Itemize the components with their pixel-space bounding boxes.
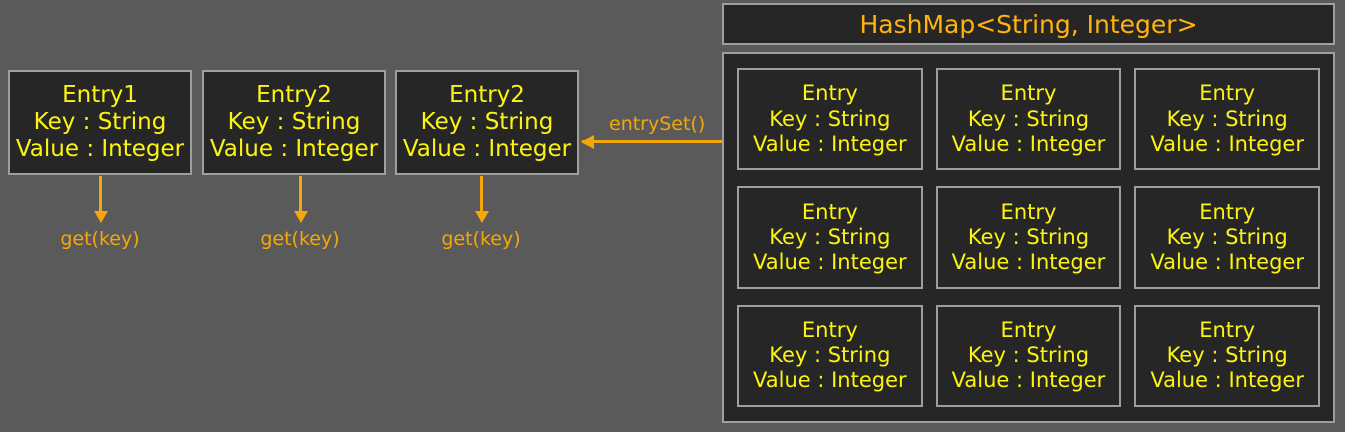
hashmap-entry-cell[interactable]: Entry Key : String Value : Integer <box>935 186 1122 289</box>
hashmap-title-bar: HashMap<String, Integer> <box>722 3 1335 45</box>
get-key-label-3: get(key) <box>441 228 521 250</box>
hashmap-entry-cell[interactable]: Entry Key : String Value : Integer <box>935 68 1122 171</box>
hashmap-entry-name: Entry <box>1000 81 1057 106</box>
entry-box-2-value: Value : Integer <box>209 135 379 162</box>
get-key-arrow-down-icon-1 <box>99 176 102 212</box>
entry-box-3-value: Value : Integer <box>402 135 572 162</box>
entry-box-1-name: Entry1 <box>62 82 138 109</box>
hashmap-entry-name: Entry <box>801 318 858 343</box>
hashmap-entry-value: Value : Integer <box>951 250 1106 275</box>
hashmap-entry-value: Value : Integer <box>753 368 907 393</box>
hashmap-entry-cell[interactable]: Entry Key : String Value : Integer <box>1134 304 1320 407</box>
entry-box-2[interactable]: Entry2 Key : String Value : Integer <box>202 70 386 175</box>
entryset-arrow-left-icon <box>582 140 723 143</box>
hashmap-entry-value: Value : Integer <box>753 131 907 156</box>
hashmap-entry-key: Key : String <box>1166 343 1288 368</box>
hashmap-entry-key: Key : String <box>769 106 891 131</box>
hashmap-entry-cell[interactable]: Entry Key : String Value : Integer <box>737 186 923 289</box>
hashmap-entry-name: Entry <box>801 199 858 224</box>
hashmap-entry-key: Key : String <box>967 106 1090 131</box>
hashmap-entry-key: Key : String <box>967 224 1090 249</box>
hashmap-entry-key: Key : String <box>769 343 891 368</box>
hashmap-entry-value: Value : Integer <box>1150 368 1304 393</box>
entry-box-1-value: Value : Integer <box>15 135 185 162</box>
hashmap-entry-cell[interactable]: Entry Key : String Value : Integer <box>737 304 923 407</box>
hashmap-entry-name: Entry <box>801 81 858 106</box>
entry-box-2-key: Key : String <box>227 109 361 136</box>
hashmap-entry-cell[interactable]: Entry Key : String Value : Integer <box>935 304 1122 407</box>
hashmap-entry-cell[interactable]: Entry Key : String Value : Integer <box>1134 68 1320 171</box>
get-key-label-2: get(key) <box>260 228 340 250</box>
entry-box-3[interactable]: Entry2 Key : String Value : Integer <box>395 70 579 175</box>
hashmap-entry-name: Entry <box>1199 81 1256 106</box>
get-key-arrow-down-icon-2 <box>299 176 302 212</box>
hashmap-entry-value: Value : Integer <box>951 368 1106 393</box>
hashmap-entry-value: Value : Integer <box>951 131 1106 156</box>
hashmap-entry-key: Key : String <box>1166 224 1288 249</box>
entry-box-2-name: Entry2 <box>256 82 332 109</box>
entry-box-1-key: Key : String <box>33 109 167 136</box>
hashmap-entry-name: Entry <box>1199 318 1256 343</box>
hashmap-entry-key: Key : String <box>1166 106 1288 131</box>
hashmap-entry-name: Entry <box>1000 199 1057 224</box>
entryset-arrow-label: entrySet() <box>609 113 706 135</box>
get-key-arrow-down-icon-3 <box>480 176 483 212</box>
hashmap-entry-key: Key : String <box>967 343 1090 368</box>
hashmap-entry-name: Entry <box>1000 318 1057 343</box>
hashmap-entry-value: Value : Integer <box>1150 131 1304 156</box>
entry-box-3-name: Entry2 <box>449 82 525 109</box>
hashmap-entry-value: Value : Integer <box>753 250 907 275</box>
hashmap-entry-key: Key : String <box>769 224 891 249</box>
entry-box-3-key: Key : String <box>420 109 554 136</box>
hashmap-entry-value: Value : Integer <box>1150 250 1304 275</box>
hashmap-title-text: HashMap<String, Integer> <box>859 9 1198 39</box>
hashmap-entry-name: Entry <box>1199 199 1256 224</box>
hashmap-entry-grid: Entry Key : String Value : Integer Entry… <box>722 52 1335 423</box>
hashmap-entry-cell[interactable]: Entry Key : String Value : Integer <box>1134 186 1320 289</box>
hashmap-entry-cell[interactable]: Entry Key : String Value : Integer <box>737 68 923 171</box>
get-key-label-1: get(key) <box>60 228 140 250</box>
entry-box-1[interactable]: Entry1 Key : String Value : Integer <box>8 70 192 175</box>
